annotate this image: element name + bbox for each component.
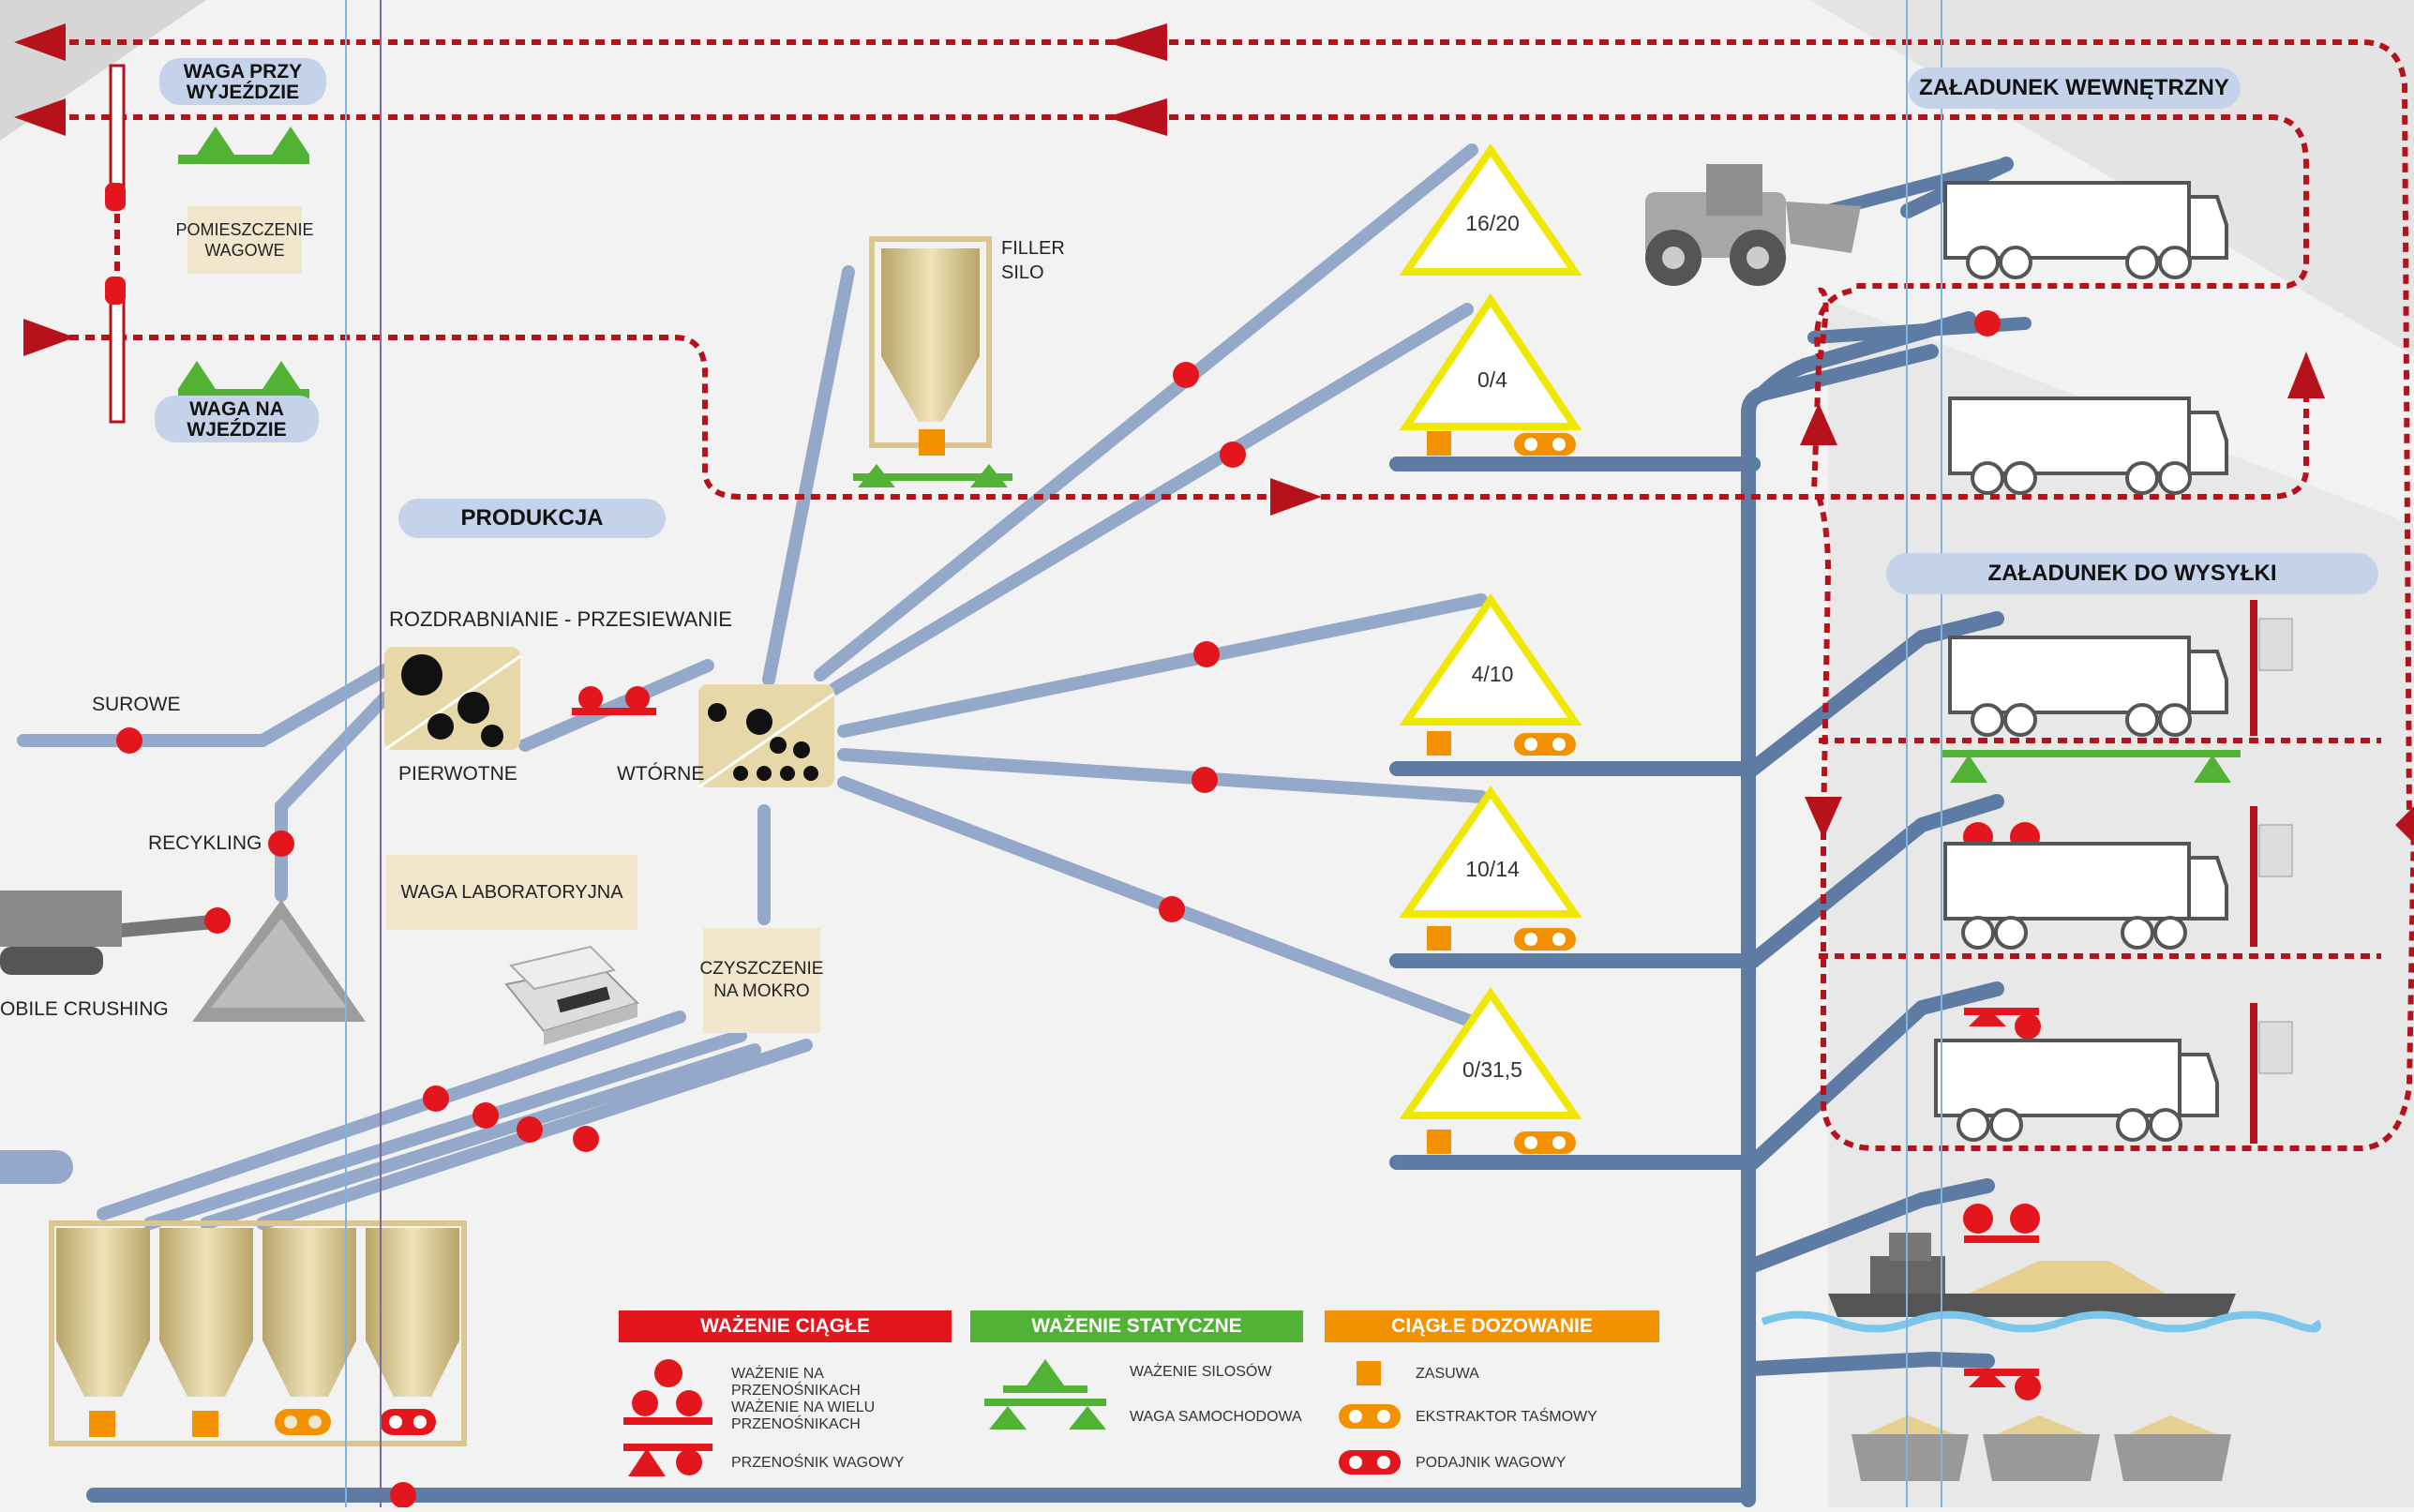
rail-wagons xyxy=(1852,1415,2231,1481)
weigh-entry-badge: WAGA NA WJEŹDZIE xyxy=(155,396,319,442)
production-silos xyxy=(49,1220,467,1446)
truck-routes xyxy=(37,39,2414,1151)
filler-silo xyxy=(869,236,992,456)
legend-item: WAŻENIE SILOSÓW xyxy=(1130,1364,1272,1380)
mobile-crusher-machine xyxy=(0,891,225,975)
production-badge: PRODUKCJA xyxy=(398,499,666,538)
cargo-ship xyxy=(1761,1233,2321,1333)
internal-loading-badge: ZAŁADUNEK WEWNĘTRZNY xyxy=(1908,67,2241,109)
stockpile-dosing xyxy=(1427,431,1576,1154)
legend-continuous-header: WAŻENIE CIĄGŁE xyxy=(619,1310,952,1342)
legend-dosing-header: CIĄGŁE DOZOWANIE xyxy=(1325,1310,1659,1342)
guide-line xyxy=(345,0,347,1507)
fraction-label: 0/4 xyxy=(1477,367,1507,392)
recycling-label: RECYKLING xyxy=(148,832,262,854)
shipping-loading-badge: ZAŁADUNEK DO WYSYŁKI xyxy=(1886,553,2378,594)
conveyor-scales-red xyxy=(116,310,2041,1508)
legend-item: ZASUWA xyxy=(1416,1366,1479,1382)
lab-scale-box: WAGA LABORATORYJNA xyxy=(386,855,637,930)
trucks xyxy=(1934,181,2228,1142)
gravel-pile xyxy=(192,900,366,1022)
wheel-loader xyxy=(1645,164,1861,286)
legend-static-header: WAŻENIE STATYCZNE xyxy=(970,1310,1303,1342)
guide-line xyxy=(1906,0,1908,1507)
barrier-posts xyxy=(105,64,126,424)
fraction-label: 16/20 xyxy=(1465,211,1520,235)
fraction-label: 10/14 xyxy=(1465,857,1520,881)
mobile-crushing-label: OBILE CRUSHING xyxy=(0,998,169,1020)
crushing-screening-label: ROZDRABNIANIE - PRZESIEWANIE xyxy=(389,607,732,631)
raw-label: SUROWE xyxy=(92,694,181,715)
static-scales-green xyxy=(178,127,2241,783)
filler-silo-label: FILLER SILO xyxy=(1001,238,1065,283)
secondary-label: WTÓRNE xyxy=(617,763,705,785)
legend-item: PODAJNIK WAGOWY xyxy=(1416,1455,1567,1471)
primary-label: PIERWOTNE xyxy=(398,763,517,785)
guide-line xyxy=(1941,0,1942,1507)
lab-scale xyxy=(504,945,639,1045)
weigh-room-box: POMIESZCZENIE WAGOWE xyxy=(176,206,314,274)
legend-item: WAŻENIE NA WIELU PRZENOŚNIKACH xyxy=(731,1400,876,1433)
loading-terminals xyxy=(2250,600,2293,1144)
legend-item: WAŻENIE NA PRZENOŚNIKACH xyxy=(731,1366,861,1400)
legend-item: EKSTRAKTOR TAŚMOWY xyxy=(1416,1409,1597,1425)
fraction-label: 0/31,5 xyxy=(1462,1057,1522,1082)
crushers xyxy=(383,647,835,789)
legend-item: PRZENOŚNIK WAGOWY xyxy=(731,1455,905,1471)
legend-item: WAGA SAMOCHODOWA xyxy=(1130,1409,1302,1425)
guide-line xyxy=(380,0,382,1507)
route-arrows xyxy=(14,23,2414,844)
weigh-exit-badge: WAGA PRZY WYJEŹDZIE xyxy=(159,58,326,105)
fraction-label: 4/10 xyxy=(1471,662,1514,686)
background-wedge-right xyxy=(1809,0,2414,356)
product-stockpiles xyxy=(1399,142,1582,1119)
collector-conveyor xyxy=(86,157,2032,1507)
wet-cleaning-box: CZYSZCZENIE NA MOKRO xyxy=(700,928,823,1033)
legend-symbols xyxy=(623,1359,1401,1476)
